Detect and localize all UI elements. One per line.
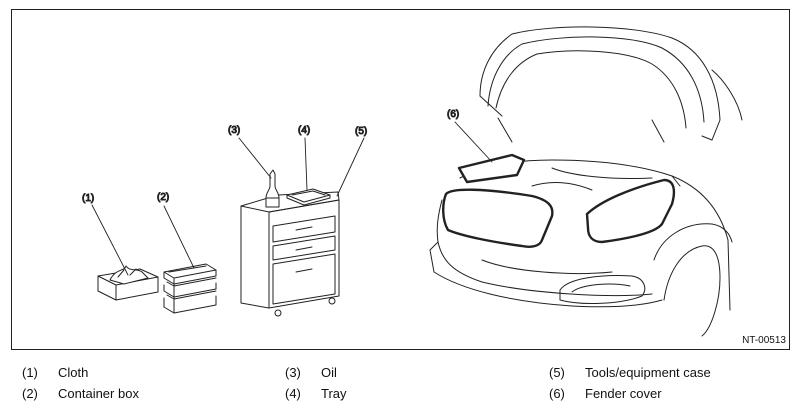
legend-number: (5) xyxy=(549,365,565,380)
leader-lines xyxy=(91,121,493,276)
oil-can-drawing xyxy=(265,169,280,208)
legend-text: Tray xyxy=(321,386,347,401)
callout-5: (5) xyxy=(355,126,367,137)
legend-text: Cloth xyxy=(58,365,89,380)
callout-2: (2) xyxy=(157,192,169,203)
fender-cover-drawing xyxy=(442,153,676,248)
cloth-drawing xyxy=(97,265,159,301)
legend-number: (2) xyxy=(22,386,38,401)
tray-drawing xyxy=(286,188,331,206)
illustration: (1) (2) (3) (4) (5) (6) xyxy=(82,26,743,337)
legend-number: (6) xyxy=(549,386,565,401)
legend-text: Tools/equipment case xyxy=(585,365,711,380)
illustration-frame: (1) (2) (3) (4) (5) (6) NT-00513 xyxy=(11,9,790,350)
callout-3: (3) xyxy=(228,125,240,136)
legend-number: (3) xyxy=(285,365,301,380)
figure-id: NT-00513 xyxy=(742,335,786,346)
legend-text: Container box xyxy=(58,386,139,401)
tools-case-drawing xyxy=(240,191,340,317)
legend-text: Oil xyxy=(321,365,337,380)
callout-6: (6) xyxy=(447,109,459,120)
legend: (1) Cloth (2) Container box (3) Oil (4) … xyxy=(0,362,800,406)
legend-text: Fender cover xyxy=(585,386,662,401)
callout-4: (4) xyxy=(298,125,310,136)
callout-1: (1) xyxy=(82,193,94,204)
container-box-drawing xyxy=(163,263,217,314)
legend-number: (1) xyxy=(22,365,38,380)
legend-number: (4) xyxy=(285,386,301,401)
